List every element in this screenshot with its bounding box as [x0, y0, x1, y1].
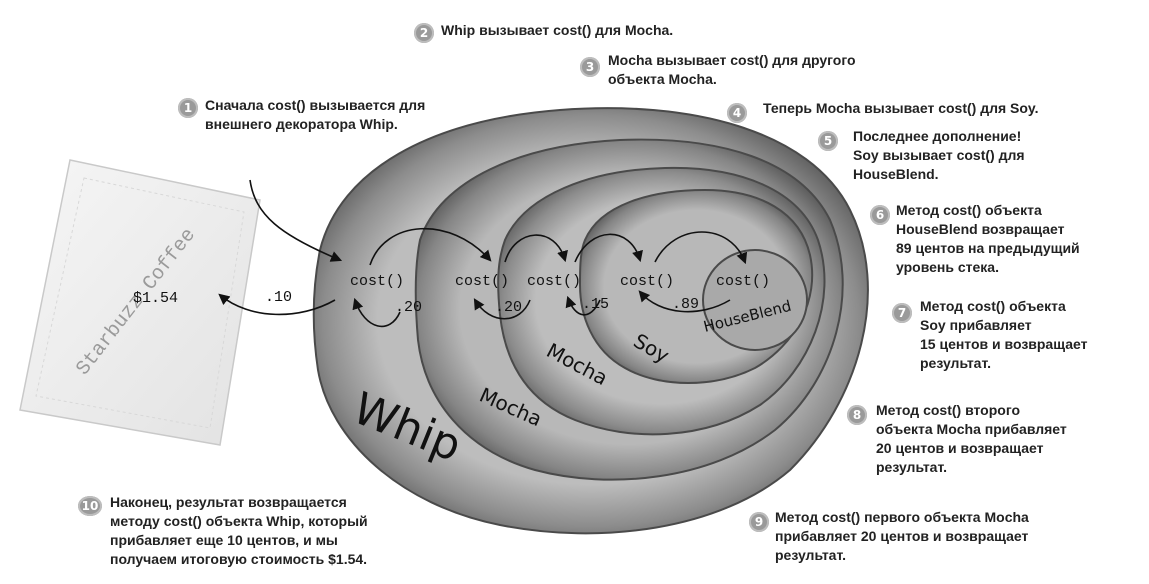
step-badge: 5: [818, 131, 838, 151]
step-text: Метод cost() объекта Soy прибавляет 15 ц…: [920, 297, 1087, 373]
step-text: Метод cost() первого объекта Mocha приба…: [775, 508, 1029, 565]
return-value-whip: .10: [265, 289, 292, 306]
step-text: Whip вызывает cost() для Mocha.: [441, 21, 673, 40]
cost-call-mocha-inner: cost(): [527, 273, 581, 290]
step-badge: 1: [178, 98, 198, 118]
step-text: Наконец, результат возвращается методу c…: [110, 493, 368, 569]
step-text: Метод cost() второго объекта Mocha приба…: [876, 401, 1067, 477]
return-value-houseblend: .89: [672, 296, 699, 313]
step-badge: 2: [414, 23, 434, 43]
cost-call-soy: cost(): [620, 273, 674, 290]
cost-call-houseblend: cost(): [716, 273, 770, 290]
step-text: Последнее дополнение! Soy вызывает cost(…: [853, 127, 1025, 184]
ring-houseblend: [703, 250, 807, 350]
step-badge: 7: [892, 303, 912, 323]
step-badge: 4: [727, 103, 747, 123]
step-badge: 3: [580, 57, 600, 77]
step-text: Теперь Mocha вызывает cost() для Soy.: [763, 99, 1039, 118]
return-value-mocha-outer: .20: [395, 299, 422, 316]
cost-call-mocha-outer: cost(): [455, 273, 509, 290]
step-text: Mocha вызывает cost() для другого объект…: [608, 51, 856, 89]
cost-call-whip: cost(): [350, 273, 404, 290]
step-text: Сначала cost() вызывается для внешнего д…: [205, 96, 425, 134]
step-badge: 9: [749, 512, 769, 532]
return-value-mocha-inner: .20: [495, 299, 522, 316]
step-text: Метод cost() объекта HouseBlend возвраща…: [896, 201, 1080, 277]
step-badge: 6: [870, 205, 890, 225]
step-badge: 8: [847, 405, 867, 425]
return-value-soy: .15: [582, 296, 609, 313]
napkin-total: $1.54: [133, 290, 178, 307]
step-badge: 10: [78, 496, 102, 516]
